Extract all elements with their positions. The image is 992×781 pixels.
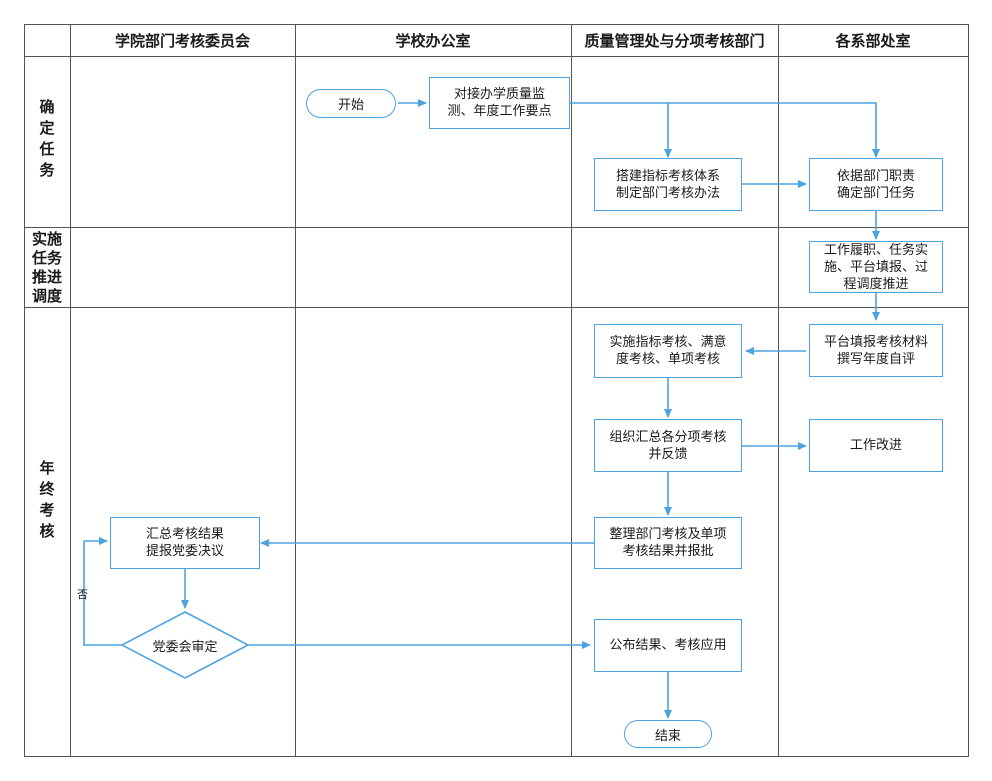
build-index-system-node: 搭建指标考核体系 制定部门考核办法 <box>594 158 742 211</box>
edge-align-to-depttask <box>668 102 880 158</box>
platform-fill-node: 平台填报考核材料 撰写年度自评 <box>809 324 943 377</box>
lane-header-committee: 学院部门考核委员会 <box>114 31 250 50</box>
phase-implement-tasks: 实施 任务 推进 调度 <box>31 230 62 305</box>
implement-assessment-node: 实施指标考核、满意 度考核、单项考核 <box>594 324 742 378</box>
end-node: 结束 <box>624 720 712 748</box>
publish-results-node: 公布结果、考核应用 <box>594 619 742 672</box>
perform-duties-node: 工作履职、任务实 施、平台填报、过 程调度推进 <box>809 241 943 293</box>
phase-define-tasks: 确 定 任 务 <box>39 98 55 179</box>
define-dept-tasks-node: 依据部门职责 确定部门任务 <box>809 158 943 211</box>
phase-year-end-assessment: 年 终 考 核 <box>39 459 55 540</box>
no-branch-label: 否 <box>77 588 88 601</box>
review-diamond <box>120 611 250 679</box>
start-node: 开始 <box>306 89 396 118</box>
organize-summary-node: 组织汇总各分项考核 并反馈 <box>594 419 742 472</box>
lane-header-school-office: 学校办公室 <box>395 31 471 50</box>
summarize-results-node: 汇总考核结果 提报党委决议 <box>110 517 260 569</box>
edge-review-no-loop <box>83 537 122 646</box>
edge-align-to-build <box>570 102 672 158</box>
grid-lines <box>24 24 969 757</box>
align-quality-node: 对接办学质量监 测、年度工作要点 <box>429 77 570 129</box>
lane-header-quality-office: 质量管理处与分项考核部门 <box>584 31 765 50</box>
compile-results-node: 整理部门考核及单项 考核结果并报批 <box>594 517 742 569</box>
review-decision-label: 党委会审定 <box>152 639 218 655</box>
lane-header-departments: 各系部处室 <box>835 31 911 50</box>
work-improvement-node: 工作改进 <box>809 419 943 472</box>
